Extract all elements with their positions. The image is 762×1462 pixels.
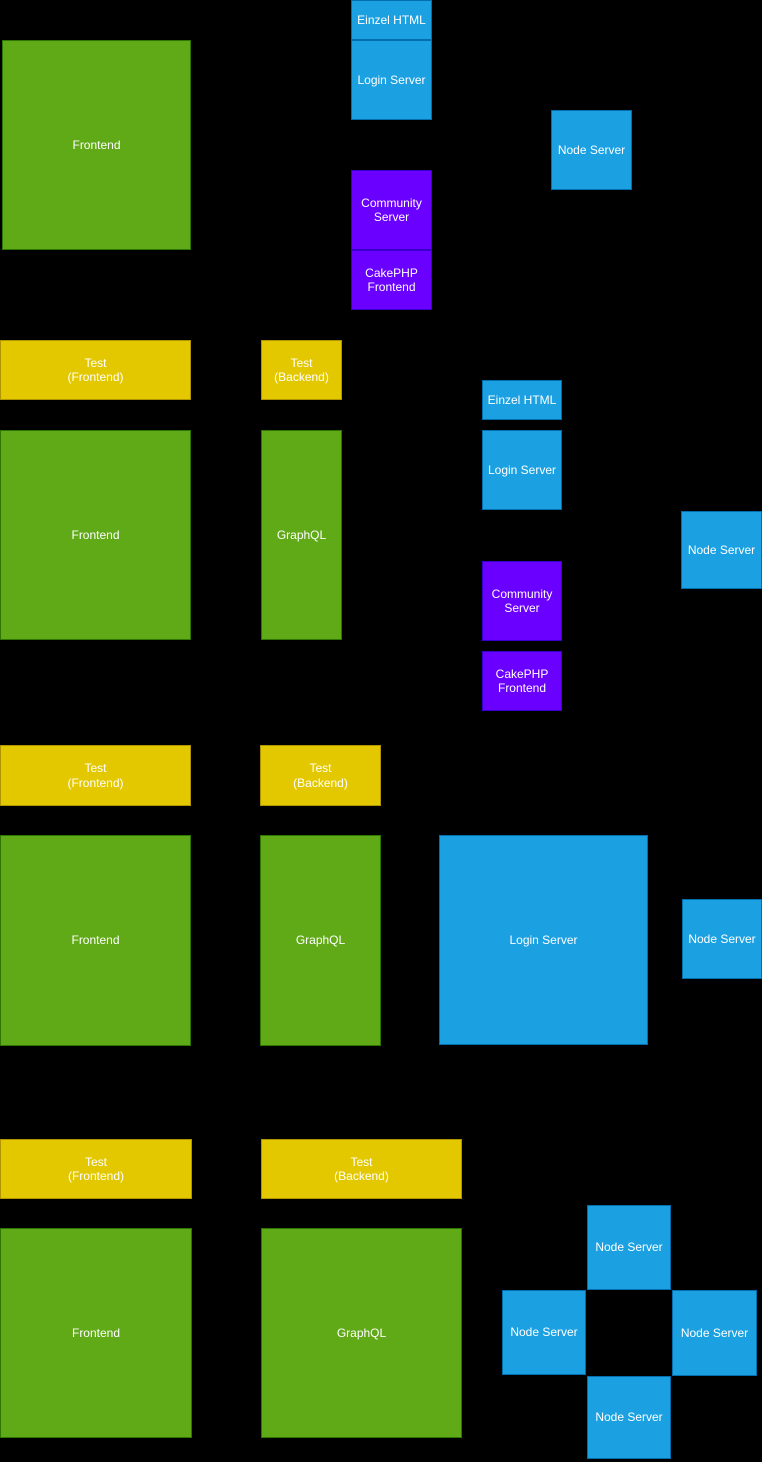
node-s3-node-server[interactable]: Node Server — [682, 899, 762, 979]
node-label: Test (Frontend) — [67, 761, 124, 790]
node-s2-login-server[interactable]: Login Server — [482, 430, 562, 510]
node-s4-node-server-right[interactable]: Node Server — [672, 1290, 757, 1376]
node-label: Test (Frontend) — [67, 355, 124, 384]
node-label: Frontend — [72, 137, 121, 152]
node-label: Frontend — [71, 527, 120, 542]
node-label: Test (Frontend) — [67, 1154, 125, 1183]
node-label: Test (Backend) — [293, 761, 348, 790]
node-label: Node Server — [557, 142, 626, 157]
node-s4-test-backend[interactable]: Test (Backend) — [261, 1139, 462, 1199]
node-label: GraphQL — [295, 933, 346, 948]
node-s1-frontend[interactable]: Frontend — [2, 40, 191, 250]
node-label: Login Server — [357, 72, 426, 87]
node-s4-node-server-bottom[interactable]: Node Server — [587, 1376, 671, 1459]
node-label: GraphQL — [276, 527, 327, 542]
node-label: Node Server — [595, 1410, 663, 1425]
node-s1-einzel-html[interactable]: Einzel HTML — [351, 0, 432, 40]
node-s1-login-server[interactable]: Login Server — [351, 40, 432, 120]
node-label: Einzel HTML — [357, 12, 426, 27]
node-s4-node-server-left[interactable]: Node Server — [502, 1290, 586, 1375]
node-s4-test-frontend[interactable]: Test (Frontend) — [0, 1139, 192, 1199]
node-label: Login Server — [509, 932, 578, 947]
node-s2-cakephp-frontend[interactable]: CakePHP Frontend — [482, 651, 562, 711]
node-s2-test-backend[interactable]: Test (Backend) — [261, 340, 342, 400]
node-label: Node Server — [595, 1240, 663, 1255]
node-s2-frontend[interactable]: Frontend — [0, 430, 191, 640]
node-label: Test (Backend) — [334, 1154, 389, 1183]
node-s3-test-frontend[interactable]: Test (Frontend) — [0, 745, 191, 806]
node-label: Frontend — [71, 1325, 121, 1340]
node-s3-graphql[interactable]: GraphQL — [260, 835, 381, 1046]
node-s4-frontend[interactable]: Frontend — [0, 1228, 192, 1438]
node-label: Community Server — [491, 586, 553, 615]
node-label: CakePHP Frontend — [365, 265, 418, 294]
node-label: Community Server — [361, 195, 422, 224]
node-label: GraphQL — [336, 1325, 387, 1340]
node-s4-graphql[interactable]: GraphQL — [261, 1228, 462, 1438]
node-label: Login Server — [487, 462, 557, 477]
node-label: CakePHP Frontend — [495, 666, 549, 695]
node-s2-graphql[interactable]: GraphQL — [261, 430, 342, 640]
node-s3-login-server[interactable]: Login Server — [439, 835, 648, 1045]
node-s2-node-server[interactable]: Node Server — [681, 511, 762, 589]
node-label: Node Server — [680, 1325, 749, 1340]
node-s2-einzel-html[interactable]: Einzel HTML — [482, 380, 562, 420]
node-label: Node Server — [687, 542, 756, 557]
node-s3-frontend[interactable]: Frontend — [0, 835, 191, 1046]
node-label: Node Server — [688, 931, 756, 946]
node-s1-node-server[interactable]: Node Server — [551, 110, 632, 190]
node-label: Node Server — [510, 1325, 578, 1340]
node-label: Frontend — [71, 933, 120, 948]
node-s1-community-server[interactable]: Community Server — [351, 170, 432, 250]
node-s1-cakephp-frontend[interactable]: CakePHP Frontend — [351, 250, 432, 310]
node-s4-node-server-top[interactable]: Node Server — [587, 1205, 671, 1290]
node-label: Test (Backend) — [274, 355, 329, 384]
node-s2-test-frontend[interactable]: Test (Frontend) — [0, 340, 191, 400]
node-s2-community-server[interactable]: Community Server — [482, 561, 562, 641]
node-s3-test-backend[interactable]: Test (Backend) — [260, 745, 381, 806]
node-label: Einzel HTML — [487, 392, 557, 407]
